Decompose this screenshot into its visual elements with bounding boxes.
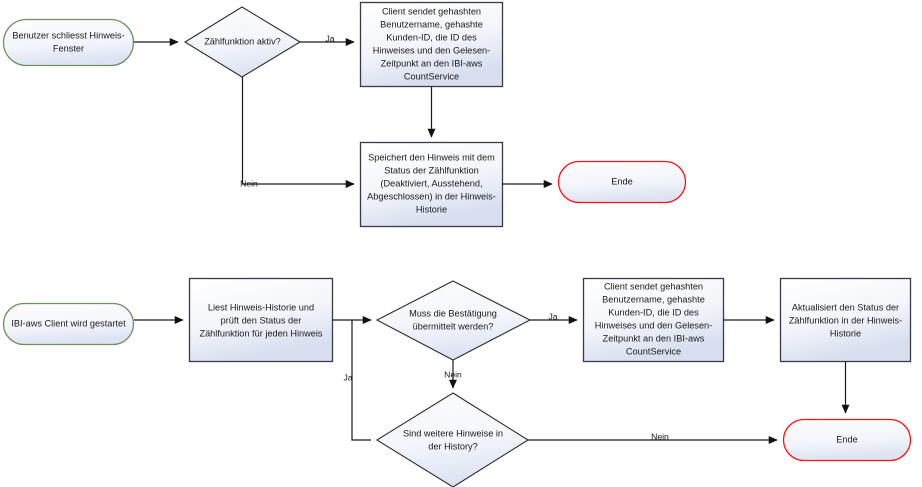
- top-start-label-1: Benutzer schliesst Hinweis-: [12, 30, 124, 40]
- top-process-save-label-5: Historie: [416, 204, 447, 214]
- bottom-process-read-label-3: Zählfunktion für jeden Hinweis: [199, 328, 322, 338]
- bottom-end-shape: [782, 418, 912, 462]
- bottom-process-send-node[interactable]: Client sendet gehashten Benutzername, ge…: [582, 277, 725, 363]
- bottom-decision-confirm-node[interactable]: Muss die Bestätigung übermittelt werden?: [375, 280, 532, 361]
- bottom-process-send-label-5: Zeitpunkt an den IBI-aws: [603, 333, 705, 343]
- top-process-send-label-5: Zeitpunkt an den IBI-aws: [381, 58, 483, 68]
- top-process-send-node[interactable]: Client sendet gehashten Benutzername, ge…: [359, 1, 504, 88]
- bottom-end-label: Ende: [836, 434, 857, 444]
- bottom-process-update-label-2: Zählfunktion in der Hinweis-: [789, 315, 902, 325]
- bottom-process-read-label-1: Liest Hinweis-Historie und: [208, 302, 314, 312]
- bottom-process-send-label-6: CountService: [626, 346, 681, 356]
- top-start-label-2: Fenster: [53, 43, 84, 53]
- top-process-send-label-3: Kunden-ID, die ID des: [386, 32, 477, 42]
- edge-bottom-confirm-no-label: Nein: [444, 369, 462, 379]
- bottom-decision-confirm-label-1: Muss die Bestätigung: [409, 308, 497, 318]
- bottom-process-read-node[interactable]: Liest Hinweis-Historie und prüft den Sta…: [188, 277, 334, 363]
- top-process-send-label-2: Benutzername, gehashte: [380, 19, 483, 29]
- bottom-process-update-label-3: Historie: [830, 328, 861, 338]
- bottom-start-node[interactable]: IBI-aws Client wird gestartet: [2, 302, 135, 346]
- top-process-save-label-4: Abgeschlossen) in der Hinweis-: [367, 191, 496, 201]
- bottom-process-send-label-1: Client sendet gehashten: [604, 281, 703, 291]
- bottom-start-shape: [2, 302, 135, 346]
- bottom-process-update-node[interactable]: Aktualisiert den Status der Zählfunktion…: [779, 277, 912, 363]
- top-process-save-label-2: Status der Zählfunktion: [384, 165, 478, 175]
- top-decision-label-1: Zählfunktion aktiv?: [204, 36, 281, 46]
- edge-bottom-more-no-label: Nein: [651, 431, 669, 441]
- top-start-shape: [2, 18, 135, 67]
- bottom-process-update-label-1: Aktualisiert den Status der: [792, 302, 899, 312]
- bottom-process-send-label-2: Benutzername, gehashte: [602, 294, 705, 304]
- top-end-node[interactable]: Ende: [557, 160, 687, 204]
- top-end-label: Ende: [611, 176, 632, 186]
- top-process-send-label-4: Hinweises und den Gelesen-: [373, 45, 490, 55]
- top-process-save-label-1: Speichert den Hinweis mit dem: [368, 152, 495, 162]
- bottom-process-send-label-4: Hinweises und den Gelesen-: [595, 320, 712, 330]
- bottom-decision-more-label-2: der History?: [428, 441, 478, 451]
- edge-bottom-yes-loop-label: Ja: [343, 372, 352, 382]
- edge-bottom-confirm-yes-label: Ja: [548, 311, 557, 321]
- bottom-process-send-shape: [582, 277, 725, 363]
- edge-top-yes-label: Ja: [325, 33, 334, 43]
- top-end-shape: [557, 160, 687, 204]
- bottom-decision-more-node[interactable]: Sind weitere Hinweise in der History?: [375, 392, 530, 487]
- top-process-send-label-6: CountService: [404, 71, 459, 81]
- bottom-process-update-shape: [779, 277, 912, 363]
- bottom-end-node[interactable]: Ende: [782, 418, 912, 462]
- bottom-process-send-label-3: Kunden-ID, die ID des: [608, 307, 699, 317]
- edge-top-no: [241, 77, 355, 188]
- top-process-save-label-3: (Deaktiviert, Ausstehend,: [380, 178, 482, 188]
- bottom-decision-more-shape: [375, 392, 530, 487]
- top-process-send-label-1: Client sendet gehashten: [382, 6, 481, 16]
- bottom-decision-confirm-label-2: übermittelt werden?: [413, 321, 494, 331]
- top-decision-node[interactable]: Zählfunktion aktiv?: [183, 6, 302, 78]
- edge-top-no-label: Nein: [240, 178, 258, 188]
- bottom-start-label: IBI-aws Client wird gestartet: [11, 318, 126, 328]
- bottom-decision-more-label-1: Sind weitere Hinweise in: [403, 428, 503, 438]
- bottom-process-read-label-2: prüft den Status der: [221, 315, 302, 325]
- top-process-save-shape: [359, 141, 504, 228]
- top-start-node[interactable]: Benutzer schliesst Hinweis- Fenster: [2, 18, 135, 67]
- bottom-process-read-shape: [188, 277, 334, 363]
- edge-bottom-loop-join: [351, 320, 371, 441]
- top-process-save-node[interactable]: Speichert den Hinweis mit dem Status der…: [359, 141, 504, 228]
